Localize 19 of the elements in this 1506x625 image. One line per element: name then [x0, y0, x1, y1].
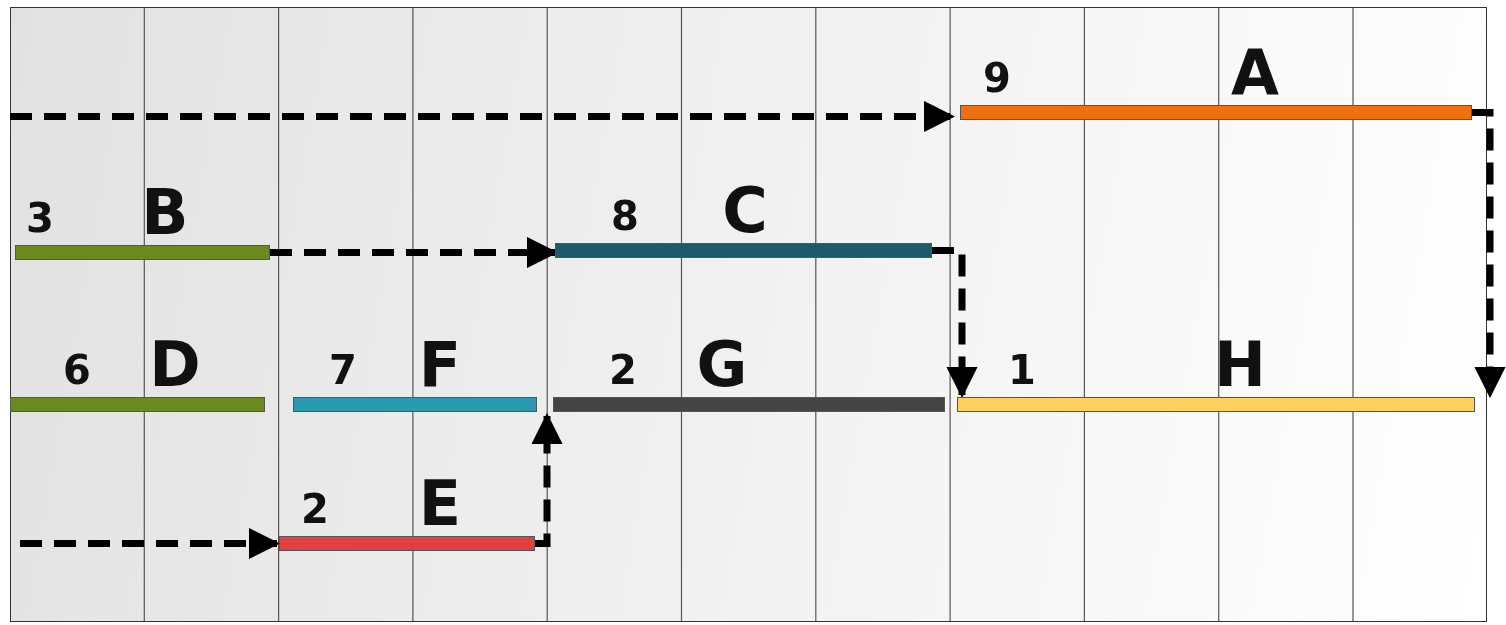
dashed-arrow [531, 412, 563, 547]
duration-label: 6 [63, 350, 91, 390]
duration-label: 2 [301, 489, 329, 529]
task-label: B [141, 182, 189, 244]
task-label: D [149, 334, 201, 396]
task-label: F [418, 334, 462, 396]
task-label: C [722, 180, 768, 242]
dashed-arrow [932, 247, 978, 399]
dashed-arrow [1472, 109, 1506, 399]
duration-label: 8 [611, 196, 639, 236]
task-label: H [1214, 334, 1266, 396]
duration-label: 1 [1008, 350, 1036, 390]
duration-label: 3 [26, 198, 54, 238]
task-label: A [1231, 42, 1279, 104]
duration-label: 7 [329, 350, 357, 390]
duration-label: 2 [609, 350, 637, 390]
task-label: E [418, 473, 462, 535]
task-label: G [696, 334, 748, 396]
duration-label: 9 [983, 58, 1011, 98]
